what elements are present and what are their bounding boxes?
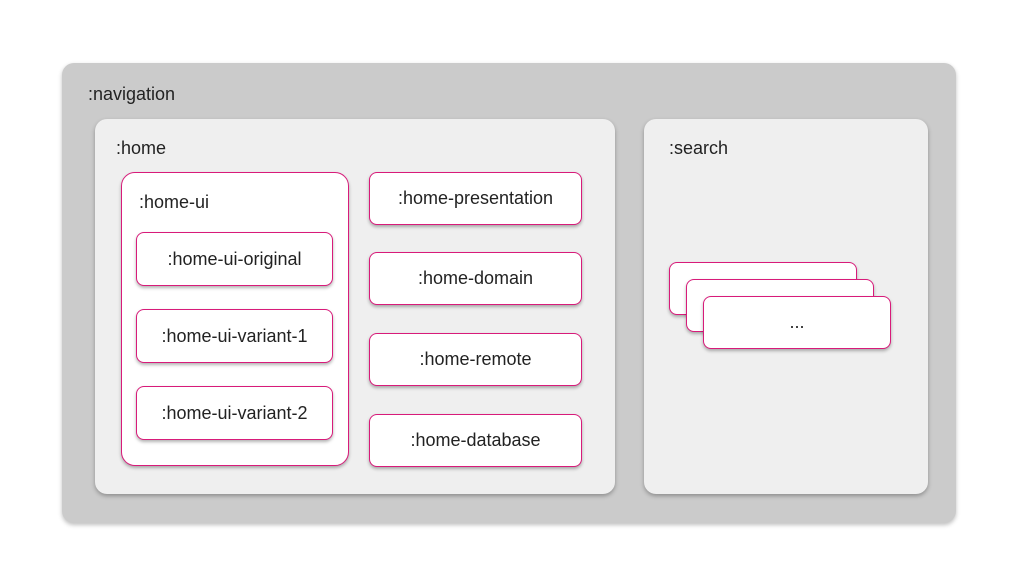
search-stack-card-front: ... [703, 296, 891, 349]
search-label: :search [669, 138, 729, 158]
home-database-module: :home-database [369, 414, 582, 467]
home-ui-original-module: :home-ui-original [136, 232, 333, 286]
navigation-label: :navigation [88, 84, 176, 104]
home-ui-label: :home-ui [139, 192, 210, 212]
home-domain-module: :home-domain [369, 252, 582, 305]
home-ui-variant-1-module: :home-ui-variant-1 [136, 309, 333, 363]
home-ui-variant-2-module: :home-ui-variant-2 [136, 386, 333, 440]
home-remote-module: :home-remote [369, 333, 582, 386]
home-label: :home [116, 138, 167, 158]
home-presentation-module: :home-presentation [369, 172, 582, 225]
